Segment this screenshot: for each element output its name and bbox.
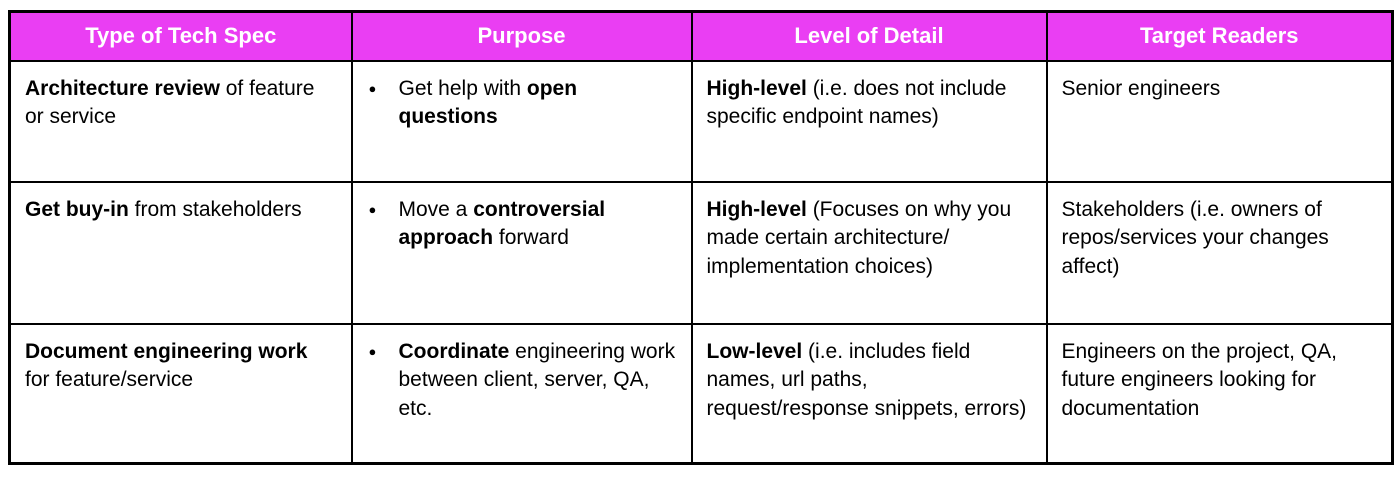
cell-text: Get help with open questions xyxy=(398,76,578,129)
cell-level-of-detail: Low-level (i.e. includes field names, ur… xyxy=(690,322,1048,465)
bullet-icon: ● xyxy=(368,201,377,217)
cell-text: Senior engineers xyxy=(1061,76,1221,100)
cell-type: Get buy-in from stakeholders xyxy=(8,180,353,325)
cell-level-of-detail: High-level (Focuses on why you made cert… xyxy=(690,180,1048,325)
cell-target-readers: Senior engineers xyxy=(1045,59,1394,183)
cell-type: Document engineering work for feature/se… xyxy=(8,322,353,465)
column-header-level-of-detail: Level of Detail xyxy=(690,10,1048,62)
cell-text: Stakeholders (i.e. owners of repos/servi… xyxy=(1061,197,1329,278)
column-header-purpose: Purpose xyxy=(350,10,693,62)
cell-text: Document engineering work for feature/se… xyxy=(25,339,308,392)
table-row-document-engineering-work: Document engineering work for feature/se… xyxy=(8,322,1394,465)
table-row-architecture-review: Architecture review of feature or servic… xyxy=(8,59,1394,183)
cell-target-readers: Stakeholders (i.e. owners of repos/servi… xyxy=(1045,180,1394,325)
tech-spec-comparison-table: Type of Tech Spec Purpose Level of Detai… xyxy=(8,10,1394,465)
cell-text: Get buy-in from stakeholders xyxy=(25,197,302,221)
cell-text: Architecture review of feature or servic… xyxy=(25,76,315,129)
cell-text: High-level (i.e. does not include specif… xyxy=(706,76,1007,129)
cell-purpose: ● Coordinate engineering work between cl… xyxy=(350,322,693,465)
cell-type: Architecture review of feature or servic… xyxy=(8,59,353,183)
column-header-target-readers: Target Readers xyxy=(1045,10,1394,62)
table-row-get-buy-in: Get buy-in from stakeholders ● Move a co… xyxy=(8,180,1394,325)
cell-target-readers: Engineers on the project, QA, future eng… xyxy=(1045,322,1394,465)
cell-purpose: ● Get help with open questions xyxy=(350,59,693,183)
header-row: Type of Tech Spec Purpose Level of Detai… xyxy=(8,10,1394,62)
cell-text: Coordinate engineering work between clie… xyxy=(398,339,676,420)
cell-text: Low-level (i.e. includes field names, ur… xyxy=(706,339,1027,420)
cell-purpose: ● Move a controversial approach forward xyxy=(350,180,693,325)
cell-level-of-detail: High-level (i.e. does not include specif… xyxy=(690,59,1048,183)
cell-text: High-level (Focuses on why you made cert… xyxy=(706,197,1012,278)
bullet-icon: ● xyxy=(368,80,377,96)
bullet-icon: ● xyxy=(368,343,377,359)
cell-text: Move a controversial approach forward xyxy=(398,197,606,250)
column-header-type-of-tech-spec: Type of Tech Spec xyxy=(8,10,353,62)
cell-text: Engineers on the project, QA, future eng… xyxy=(1061,339,1338,420)
